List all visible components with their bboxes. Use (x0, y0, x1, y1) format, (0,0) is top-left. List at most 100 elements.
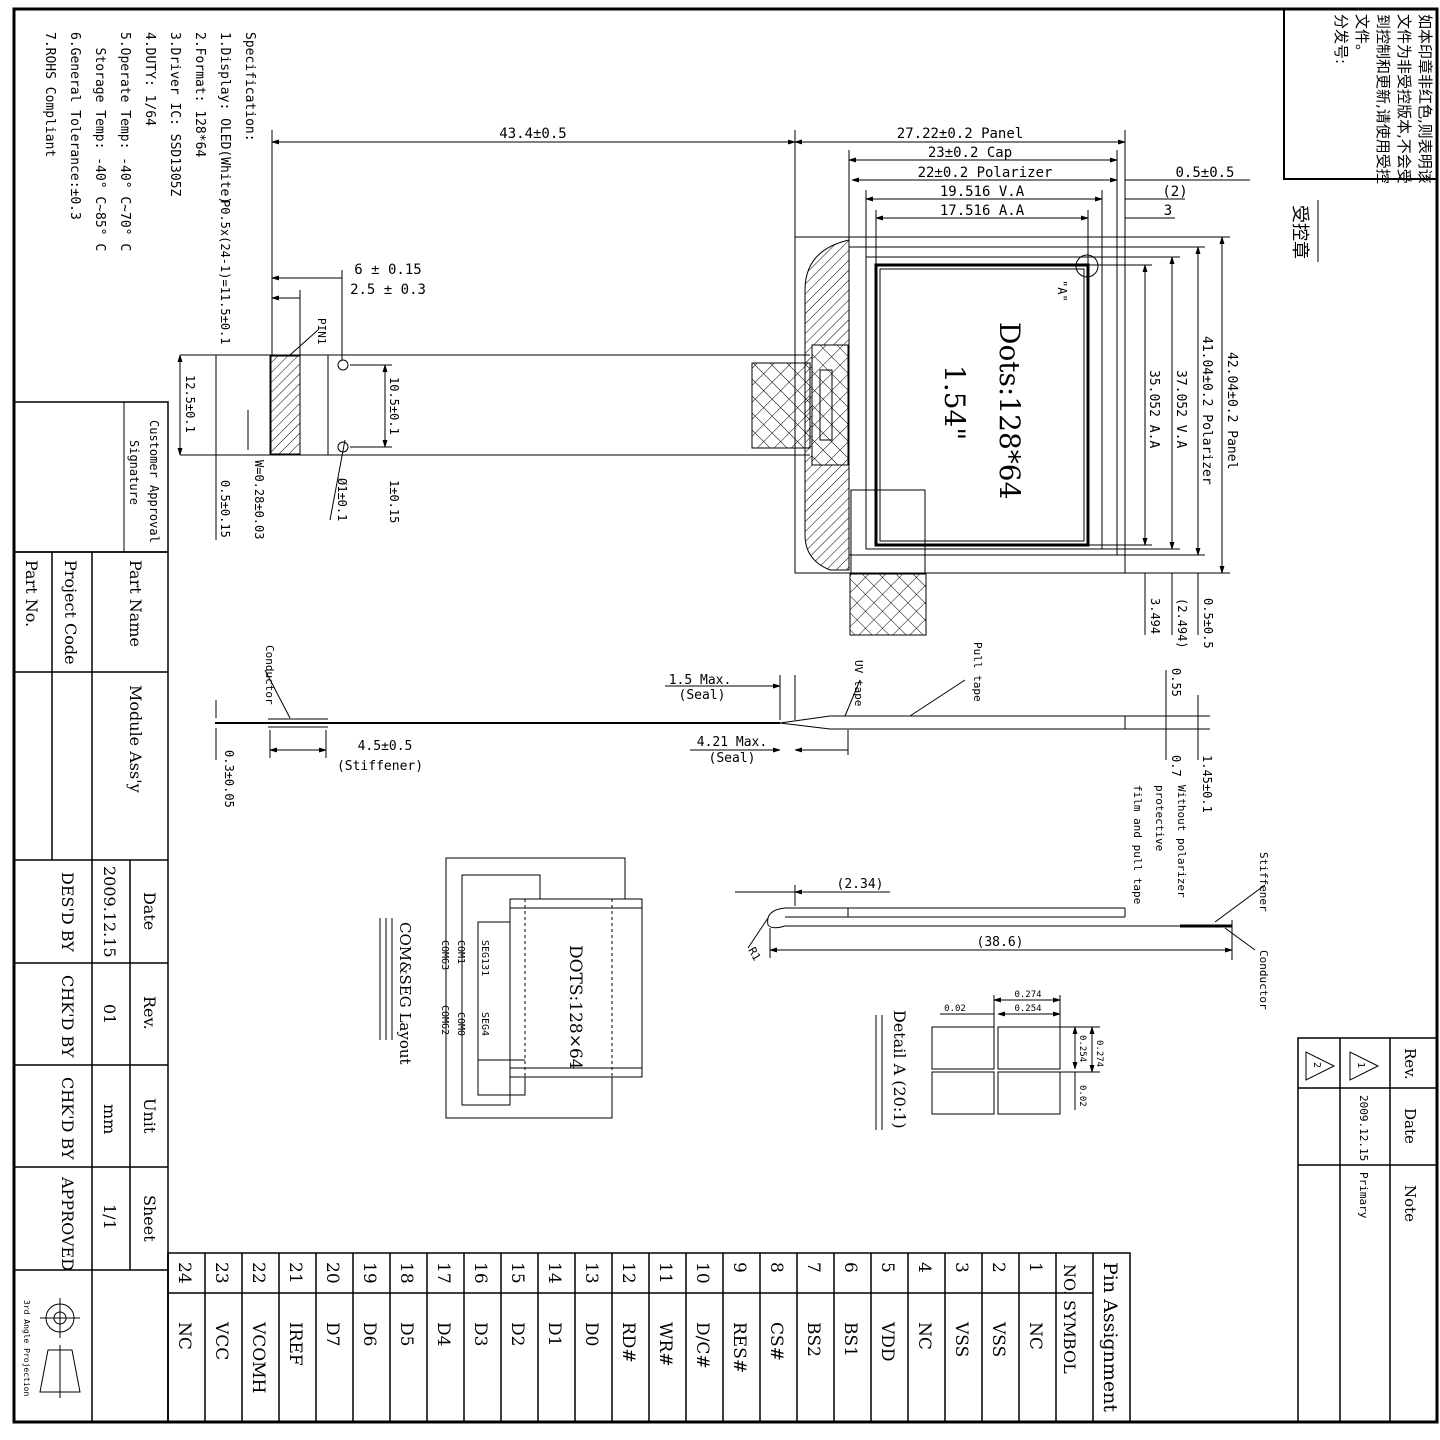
dim-fpc-width: 12.5±0.1 (183, 375, 197, 433)
spec-heading: Specification: (242, 32, 257, 142)
pin-number: 16 (470, 1262, 490, 1284)
pin-symbol: D2 (507, 1322, 527, 1346)
unit-label: Unit (140, 1098, 159, 1134)
pin1-label: PIN1 (315, 318, 328, 345)
bend-38-6: (38.6) (977, 935, 1024, 950)
pin-symbol: BS2 (803, 1322, 823, 1357)
pin-number: 20 (322, 1262, 342, 1284)
pin-number: 7 (803, 1262, 823, 1273)
dim-va-height: 37.052 V.A (1173, 370, 1188, 448)
pin-row: 4NC (907, 1253, 934, 1422)
pin-number: 15 (507, 1262, 527, 1284)
pin-number: 12 (618, 1262, 638, 1284)
note-line-2: protective (1153, 785, 1166, 851)
seal-4-21-label: 4.21 Max. (697, 735, 767, 750)
dim-0-5: 0.5±0.15 (218, 480, 232, 538)
seal-4-21-sub: (Seal) (709, 751, 756, 766)
unit-value: mm (100, 1104, 119, 1134)
panel-size: 1.54" (938, 365, 971, 440)
revision-date-label: Date (1401, 1108, 1419, 1144)
pin-symbol: D5 (396, 1322, 416, 1346)
date-value: 2009.12.15 (100, 866, 119, 958)
bend-view (735, 884, 1266, 960)
revision-row-1-note: Primary (1357, 1172, 1370, 1219)
pin-number: 5 (877, 1262, 897, 1273)
pin-symbol: IREF (285, 1322, 305, 1366)
pin-number: 14 (544, 1262, 564, 1284)
thickness-0-7: 0.7 (1169, 755, 1183, 777)
uv-tape-label: UV tape (852, 660, 865, 706)
thickness-1-45: 1.45±0.1 (1200, 755, 1214, 813)
pin-row: 10D/C# (685, 1253, 712, 1422)
pin-symbol: WR# (655, 1322, 675, 1367)
spec-line-7: 6.General Tolerance:±0.3 (67, 32, 82, 220)
bend-radius: R1 (745, 945, 763, 963)
revision-rev-label: Rev. (1401, 1048, 1419, 1080)
pin-symbol: CS# (766, 1322, 786, 1361)
customer-approval-line-2: Signature (127, 440, 141, 505)
projection-label: 3rd Angle Projection (22, 1300, 31, 1397)
pin-row: 8CS# (759, 1253, 786, 1422)
thickness-0-3: 0.3±0.05 (222, 750, 236, 808)
designed-by-label: DES'D BY (58, 872, 77, 952)
pin-symbol: NC (1025, 1322, 1045, 1350)
pin-symbol: D1 (544, 1322, 564, 1346)
pin-symbol: VCOMH (248, 1321, 268, 1393)
revision-row: 1 2009.12.15 Primary (1349, 1051, 1380, 1219)
pin-symbol: D7 (322, 1322, 342, 1346)
dim-aa-width: 17.516 A.A (940, 203, 1025, 219)
com1-label: COM1 (455, 940, 466, 964)
date-label: Date (140, 892, 159, 930)
pin-symbol: NC (914, 1322, 934, 1350)
stamp-line-3: 到控制和更新,请使用受控 (1374, 14, 1392, 184)
spec-line-8: 7.ROHS Compliant (42, 32, 57, 157)
pin-number: 8 (766, 1262, 786, 1273)
stamp-notice: 如本印章非红色,则表明该 文件为非受控版本,不会受 到控制和更新,请使用受控 文… (1283, 8, 1438, 262)
revision-row-1-rev: 1 (1355, 1062, 1366, 1068)
seg131-label: SEG131 (479, 940, 490, 976)
pin-symbol: VCC (211, 1321, 231, 1360)
sheet-label: Sheet (140, 1195, 159, 1242)
part-no-label: Part No. (22, 560, 41, 627)
com-seg-layout (379, 857, 643, 1119)
customer-approval: Customer Approval Signature (13, 401, 169, 553)
bend-2-34: (2.34) (837, 877, 884, 892)
spec-line-4: 4.DUTY: 1/64 (142, 32, 157, 126)
com63-label: COM63 (439, 940, 450, 970)
active-area (874, 263, 1090, 547)
front-view-labels: 43.4±0.5 27.22±0.2 Panel 23±0.2 Cap 22±0… (183, 126, 1239, 649)
seal-1-5-label: 1.5 Max. (669, 673, 732, 688)
stamp-line-4: 文件。 (1353, 14, 1371, 59)
dim-2-5: 2.5 ± 0.3 (350, 282, 426, 298)
pin-number: 23 (211, 1262, 231, 1284)
bend-view-labels: (2.34) (38.6) R1 Stiffener Conductor (745, 852, 1270, 1010)
revision-row-2-rev: 2 (1311, 1062, 1322, 1068)
pin-symbol: RES# (729, 1322, 749, 1373)
pin-number: 4 (914, 1262, 934, 1273)
detail-0-274-top: 0.274 (1014, 990, 1041, 1000)
checked-by-label-2: CHK'D BY (58, 1077, 77, 1160)
approved-label: APPROVED (58, 1176, 77, 1271)
dim-1: 1±0.15 (387, 480, 401, 523)
detail-a-marker: "A" (1055, 280, 1069, 302)
pin-assignment-table: Pin Assignment NO. SYMBOL 1NC2VSS3VSS4NC… (167, 1252, 1131, 1423)
dim-hole-diameter: Ø1±0.1 (335, 478, 349, 521)
dim-panel-width: 27.22±0.2 Panel (897, 126, 1023, 142)
spec-line-5: 5.Operate Temp: -40° C~70° C (117, 32, 132, 251)
spec-line-1: 1.Display: OLED(White) (217, 32, 232, 204)
rev-label: Rev. (140, 996, 159, 1030)
